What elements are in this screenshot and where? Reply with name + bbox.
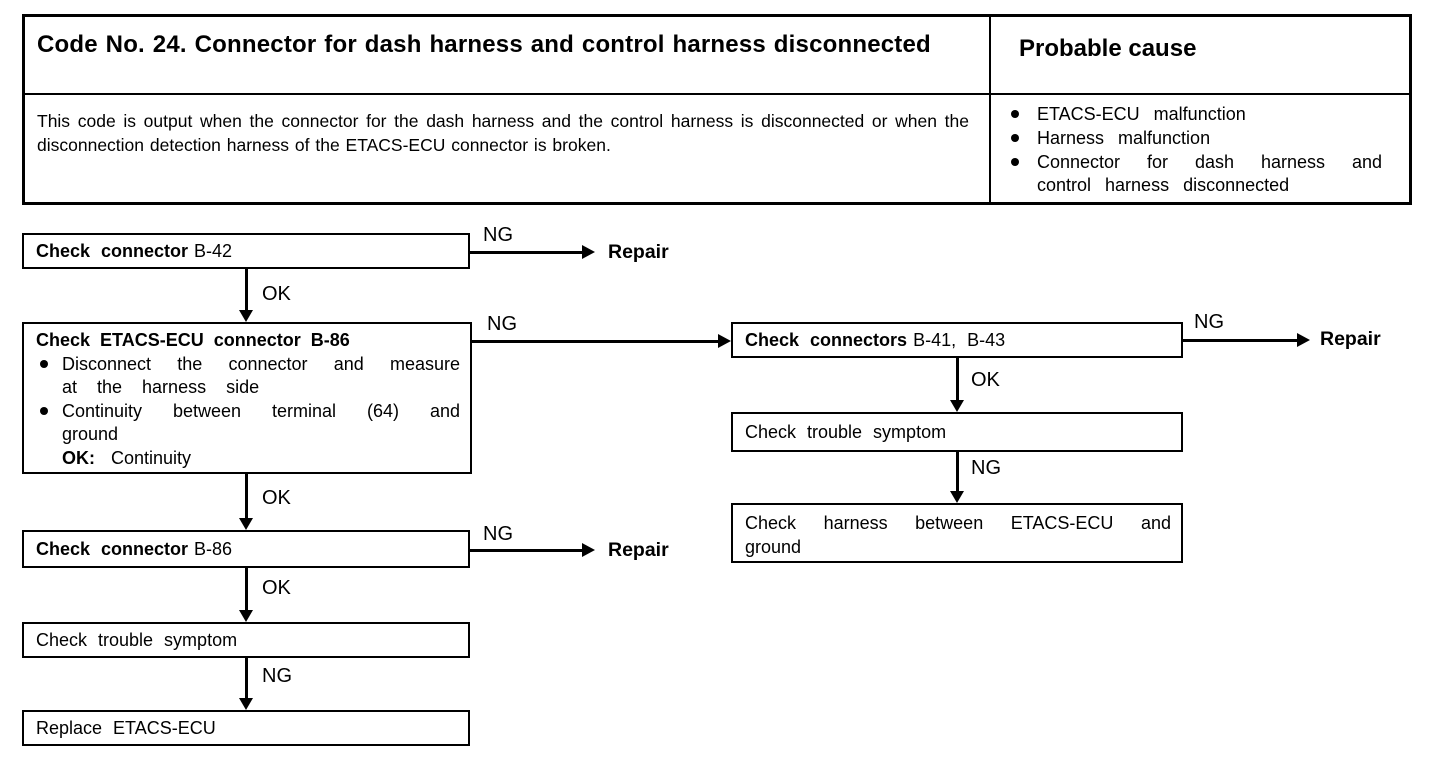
code-description-cell: This code is output when the connector f…: [25, 93, 991, 202]
connector-id: B-86: [194, 538, 233, 559]
label-ok: OK: [262, 283, 291, 305]
arrow-down-b41b43-to-symptom: [951, 358, 963, 412]
connector-id: B-41, B-43: [913, 329, 1006, 350]
cause-text: Harness malfunction: [1037, 128, 1211, 148]
bullet-icon: [1011, 110, 1019, 118]
flow-box-check-trouble-symptom-left: Check trouble symptom: [22, 622, 470, 658]
probable-cause-list: ETACS-ECU malfunction Harness malfunctio…: [991, 93, 1409, 202]
label-repair: Repair: [1320, 328, 1381, 350]
diagnostic-header-table: Code No. 24. Connector for dash harness …: [22, 14, 1412, 205]
bullet-icon: [1011, 134, 1019, 142]
label-ng: NG: [483, 224, 513, 246]
label-ng: NG: [483, 523, 513, 545]
step-bullet: Disconnect the connector and measure at …: [36, 353, 460, 399]
step-action: Check harness between ETACS-ECU and grou…: [745, 513, 1171, 557]
flow-box-replace-etacs-ecu: Replace ETACS-ECU: [22, 710, 470, 746]
arrow-down-b42-to-b86-check: [240, 269, 252, 322]
step-action: Check connectors: [745, 329, 908, 350]
cause-item: Connector for dash harness and control h…: [1007, 151, 1397, 197]
bullet-text: Disconnect the connector and measure at …: [62, 354, 460, 397]
arrow-ng-b41b43-to-repair: [1183, 334, 1310, 346]
probable-cause-header-cell: Probable cause: [991, 17, 1409, 93]
arrow-ng-b42-to-repair: [470, 246, 595, 258]
code-description: This code is output when the connector f…: [37, 111, 969, 155]
ok-condition: OK: Continuity: [62, 447, 460, 470]
step-action: Check connector: [36, 538, 189, 559]
flow-box-check-harness-etacs-ecu-ground: Check harness between ETACS-ECU and grou…: [731, 503, 1183, 563]
step-action: Replace ETACS-ECU: [36, 717, 216, 738]
flow-box-check-etacs-ecu-connector-b86: Check ETACS-ECU connector B-86 Disconnec…: [22, 322, 472, 474]
arrow-down-b86-to-symptom: [240, 568, 252, 622]
bullet-text: Continuity between terminal (64) and gro…: [62, 401, 460, 444]
code-title: Code No. 24. Connector for dash harness …: [37, 31, 931, 58]
label-repair: Repair: [608, 539, 669, 561]
ok-condition-value: Continuity: [111, 448, 192, 468]
step-action: Check trouble symptom: [745, 421, 947, 442]
flow-box-check-connectors-b41-b43: Check connectors B-41, B-43: [731, 322, 1183, 358]
probable-cause-header: Probable cause: [1019, 35, 1197, 62]
label-ng: NG: [971, 457, 1001, 479]
bullet-icon: [40, 407, 48, 415]
flow-box-check-trouble-symptom-right: Check trouble symptom: [731, 412, 1183, 452]
cause-item: Harness malfunction: [1007, 127, 1397, 150]
label-ok: OK: [262, 577, 291, 599]
arrow-ng-b86-to-repair: [470, 544, 595, 556]
step-bullet: Continuity between terminal (64) and gro…: [36, 400, 460, 446]
cause-item: ETACS-ECU malfunction: [1007, 103, 1397, 126]
label-repair: Repair: [608, 241, 669, 263]
flow-box-check-connector-b42: Check connector B-42: [22, 233, 470, 269]
flow-box-check-connector-b86: Check connector B-86: [22, 530, 470, 568]
arrow-down-symptom-to-harness: [951, 452, 963, 503]
bullet-icon: [1011, 158, 1019, 166]
arrow-down-symptom-to-replace: [240, 658, 252, 710]
step-title: Check ETACS-ECU connector B-86: [36, 330, 350, 350]
code-title-cell: Code No. 24. Connector for dash harness …: [25, 17, 991, 93]
bullet-icon: [40, 360, 48, 368]
arrow-ng-b86check-to-b41b43: [472, 335, 731, 347]
ok-condition-label: OK:: [62, 448, 95, 468]
cause-text: Connector for dash harness and control h…: [1037, 152, 1382, 195]
cause-text: ETACS-ECU malfunction: [1037, 104, 1246, 124]
label-ok: OK: [971, 369, 1000, 391]
step-action: Check connector: [36, 240, 189, 261]
arrow-down-b86check-to-b86: [240, 474, 252, 530]
label-ng: NG: [487, 313, 517, 335]
label-ok: OK: [262, 487, 291, 509]
label-ng: NG: [1194, 311, 1224, 333]
label-ng: NG: [262, 665, 292, 687]
step-action: Check trouble symptom: [36, 629, 238, 650]
connector-id: B-42: [194, 240, 233, 261]
